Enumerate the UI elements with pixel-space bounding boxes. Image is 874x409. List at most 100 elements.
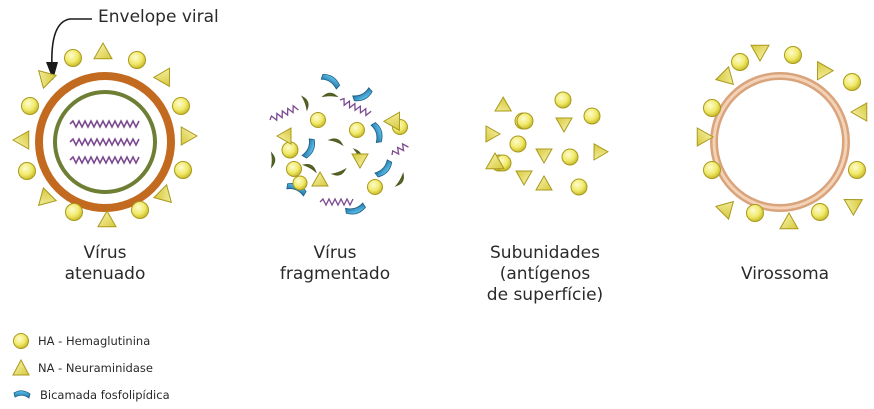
capsid-fragment	[270, 151, 276, 169]
inner-capsid-ring	[53, 90, 157, 194]
viral-rna	[69, 119, 140, 165]
surface-antigens	[696, 44, 868, 230]
ha-antigen	[848, 161, 866, 179]
ha-antigen	[131, 201, 149, 219]
ha-antigen	[128, 51, 146, 69]
legend-label: HA - Hemaglutinina	[38, 334, 151, 348]
ha-antigen	[703, 161, 721, 179]
callout-arrowhead	[46, 62, 58, 80]
rna-strand	[269, 104, 299, 122]
rna-strand	[69, 119, 140, 129]
bilayer-fragment	[370, 122, 383, 143]
capsid-fragment	[300, 95, 309, 112]
ha-antigen	[174, 161, 192, 179]
legend-label: Bicamada fosfolipídica	[40, 388, 170, 402]
caption-line: (antígenos	[499, 264, 591, 284]
na-antigen	[485, 151, 505, 170]
bilayer-fragment	[374, 159, 393, 178]
na-antigen	[750, 44, 770, 63]
caption-subunits: Subunidades (antígenos de superfície)	[465, 243, 625, 306]
caption-line: Subunidades	[490, 243, 600, 263]
na-antigen	[515, 170, 533, 187]
ha-antigen	[811, 203, 829, 221]
na-antigen	[494, 96, 513, 112]
na-antigen	[593, 142, 609, 161]
na-antigen	[485, 125, 502, 143]
bilayer-fragment	[352, 87, 373, 102]
rna-strand	[339, 97, 372, 117]
envelope-callout-label: Envelope viral	[98, 7, 219, 27]
na-antigen	[351, 153, 369, 170]
na-antigen	[535, 174, 553, 191]
na-antigen	[714, 200, 735, 221]
ha-antigen	[516, 112, 534, 130]
na-antigen	[275, 127, 292, 145]
na-antigen	[97, 209, 117, 228]
virosome-membrane-highlight	[712, 74, 848, 210]
caption-line: Vírus	[83, 243, 127, 263]
attenuated-virus-particle	[11, 41, 199, 228]
na-antigen	[93, 41, 113, 60]
capsid-fragment	[394, 171, 404, 187]
legend-label: NA - Neuraminidase	[38, 361, 153, 375]
na-antigen	[535, 148, 553, 165]
capsid-fragment	[321, 92, 339, 98]
ha-antigen	[843, 73, 861, 91]
ha-antigen	[583, 107, 601, 125]
na-antigen	[849, 102, 868, 122]
na-antigen	[843, 198, 864, 217]
capsid-fragment	[330, 167, 347, 176]
caption-line: fragmentado	[279, 264, 391, 284]
na-antigen	[382, 111, 401, 132]
caption-fragmented-virus: Vírus fragmentado	[260, 243, 410, 285]
rna-strand	[391, 142, 409, 156]
na-antigen	[11, 130, 30, 150]
ha-antigen	[281, 141, 299, 159]
rna-strand	[69, 155, 140, 165]
ha-circle-icon	[13, 333, 29, 349]
na-antigen	[816, 60, 835, 81]
surface-antigens	[11, 41, 199, 228]
ha-antigen	[746, 204, 764, 222]
phospholipid-bilayer-icon	[13, 390, 31, 399]
na-antigen	[37, 69, 58, 90]
ha-antigen	[509, 135, 527, 153]
ha-antigen	[172, 97, 190, 115]
caption-line: Virossoma	[740, 264, 830, 284]
viral-envelope	[35, 72, 175, 212]
legend-item-na: NA - Neuraminidase	[12, 358, 153, 378]
caption-line: de superfície)	[486, 285, 604, 305]
ha-antigen	[310, 112, 326, 128]
fragmented-virus-particle	[269, 74, 409, 215]
ha-antigen	[64, 49, 82, 67]
ha-antigen	[367, 179, 383, 195]
capsid-fragment	[327, 138, 344, 147]
na-antigen	[37, 186, 58, 207]
ha-antigen	[349, 122, 365, 138]
na-antigen	[779, 211, 799, 230]
na-antigen	[152, 67, 171, 88]
ha-antigen	[18, 162, 36, 180]
legend-item-bilayer: Bicamada fosfolipídica	[12, 385, 170, 405]
caption-virosome: Virossoma	[720, 264, 850, 285]
ha-antigen	[65, 203, 83, 221]
callout-arrow	[51, 18, 92, 69]
legend-item-ha: HA - Hemaglutinina	[12, 331, 150, 351]
subunit-particle	[485, 91, 609, 196]
ha-antigen	[703, 99, 721, 117]
na-triangle-icon	[12, 359, 30, 376]
caption-line: Vírus	[313, 243, 357, 263]
bilayer-fragment	[301, 138, 316, 159]
bilayer-fragment	[345, 202, 366, 215]
ha-antigen	[570, 178, 588, 196]
na-antigen	[180, 126, 199, 146]
ha-antigen	[286, 161, 302, 177]
na-antigen	[152, 183, 173, 204]
ha-antigen	[554, 91, 572, 109]
na-antigen	[696, 127, 715, 147]
rna-strand	[69, 137, 140, 147]
ha-antigen	[731, 53, 749, 71]
na-antigen	[714, 65, 735, 86]
ha-antigen	[784, 46, 802, 64]
